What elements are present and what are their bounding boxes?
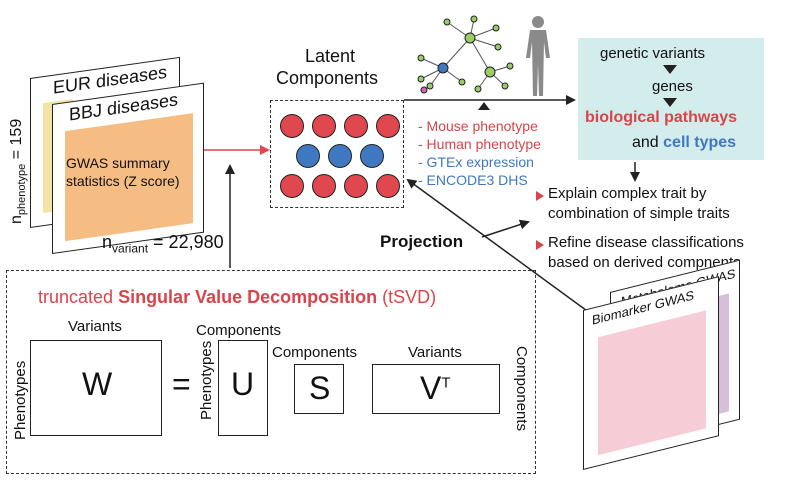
- w-variants-label: Variants: [68, 318, 122, 335]
- tsvd-title-prefix: truncated: [38, 287, 119, 307]
- biomarker-gwas-card: Biomarker GWAS: [583, 276, 719, 470]
- bullet-2-line2: based on derived compnents: [548, 254, 741, 271]
- n-variant-label: nvariant = 22,980: [102, 232, 224, 256]
- annotation-pointer: [478, 102, 490, 110]
- annotation-mouse-phenotype: - Mouse phenotype: [418, 118, 538, 134]
- tsvd-title-suffix: (tSVD): [377, 287, 437, 307]
- vt-variants-label: Variants: [408, 344, 462, 361]
- n-variant-val: = 22,980: [148, 232, 224, 252]
- gwas-summary-line1: GWAS summary: [66, 155, 170, 171]
- vt-superscript: T: [441, 374, 451, 392]
- output-down-arrow-1: [663, 65, 677, 74]
- latent-component-dot: [376, 114, 400, 138]
- gwas-summary-line2: statistics (Z score): [66, 173, 180, 189]
- bullet-1-line1: Explain complex trait by: [548, 185, 707, 202]
- latent-component-dot: [344, 174, 368, 198]
- matrix-vt: [372, 364, 500, 414]
- bullet-1-line2: combination of simple traits: [548, 205, 730, 222]
- tsvd-title-bold: Singular Value Decomposition: [118, 287, 378, 307]
- matrix-s-symbol: S: [309, 370, 331, 406]
- n-phenotype-val: = 159: [8, 118, 25, 164]
- tsvd-title: truncated Singular Value Decomposition (…: [38, 287, 436, 308]
- latent-title-line2: Components: [276, 68, 379, 88]
- matrix-u-symbol: U: [231, 366, 255, 402]
- n-variant-sub: variant: [112, 241, 149, 256]
- matrix-w: [30, 340, 162, 436]
- tsvd-box: [6, 270, 536, 474]
- output-line-genetic-variants: genetic variants: [600, 45, 706, 62]
- matrix-vt-symbol: VT: [420, 370, 451, 407]
- u-phenotypes-label: Phenotypes: [198, 340, 215, 420]
- output-cell-types-highlight: cell types: [663, 134, 737, 151]
- annotation-encode3-dhs: - ENCODE3 DHS: [418, 172, 528, 188]
- output-line-genes: genes: [652, 78, 693, 95]
- latent-component-dot: [328, 144, 352, 168]
- latent-title-line1: Latent: [305, 46, 356, 66]
- bullet-marker-2: [536, 240, 544, 250]
- latent-component-dot: [376, 174, 400, 198]
- s-components-label: Components: [272, 344, 358, 361]
- matrix-u: [218, 340, 268, 436]
- output-line-cell-types: and cell types: [632, 134, 736, 152]
- bullet-2-line1: Refine disease classifications: [548, 234, 744, 251]
- annotation-human-phenotype: - Human phenotype: [418, 136, 541, 152]
- bullet-marker-1: [536, 191, 544, 201]
- latent-component-dot: [280, 114, 304, 138]
- w-phenotypes-label: Phenotypes: [12, 360, 29, 440]
- u-components-label: Components: [196, 322, 282, 339]
- latent-component-dot: [280, 174, 304, 198]
- output-and-prefix: and: [632, 134, 664, 151]
- n-phenotype-label: nphenotype = 159: [8, 119, 28, 224]
- matrix-s: [294, 364, 344, 414]
- equals-sign: =: [172, 366, 191, 402]
- latent-component-dot: [360, 144, 384, 168]
- latent-component-dot: [296, 144, 320, 168]
- projection-label: Projection: [380, 232, 464, 251]
- vt-components-label: Components: [513, 346, 530, 432]
- n-phenotype-var: n: [8, 215, 25, 224]
- n-phenotype-sub: phenotype: [16, 163, 29, 216]
- annotation-gtex-expression: - GTEx expression: [418, 154, 534, 170]
- biomarker-pink-panel: [598, 310, 706, 456]
- latent-components-box: [270, 100, 404, 208]
- output-line-biological-pathways: biological pathways: [585, 109, 738, 126]
- output-down-arrow-2: [663, 98, 677, 107]
- human-silhouette-icon: [526, 16, 550, 96]
- matrix-w-symbol: W: [82, 366, 113, 402]
- projection-to-bullets-arrow: [481, 219, 530, 238]
- latent-component-dot: [312, 174, 336, 198]
- network-nodes: [417, 15, 514, 94]
- vt-v: V: [420, 370, 442, 406]
- latent-component-dot: [344, 114, 368, 138]
- latent-component-dot: [312, 114, 336, 138]
- n-variant-var: n: [102, 232, 113, 252]
